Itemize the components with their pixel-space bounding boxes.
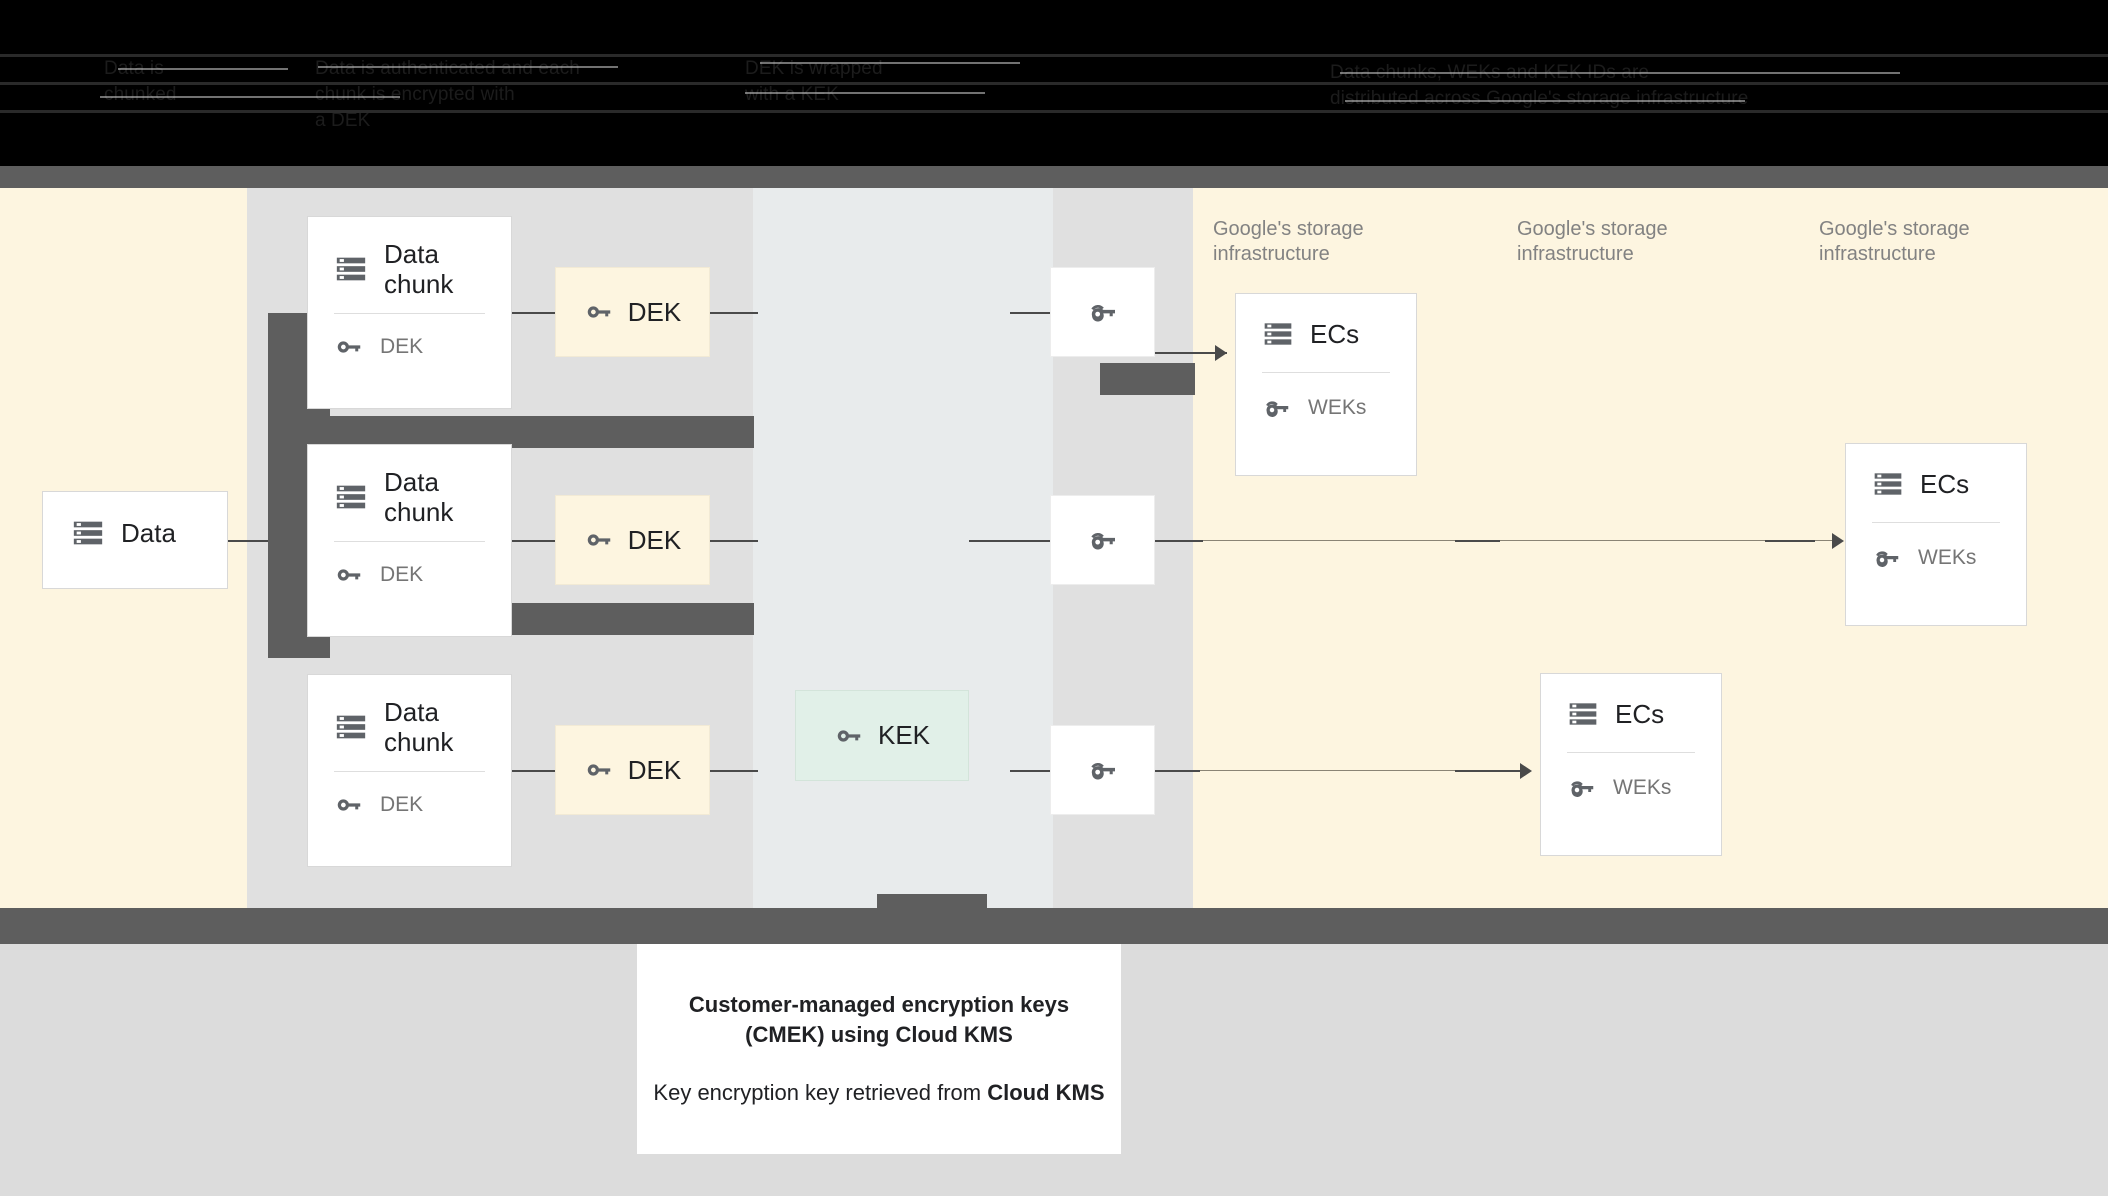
data-box[interactable]: Data: [42, 491, 228, 589]
storage-column-label-2: Google's storage infrastructure: [1517, 218, 1668, 265]
connector-kek-wek1: [1010, 312, 1055, 314]
caption-subtitle-strong: Cloud KMS: [987, 1080, 1105, 1105]
dek-label: DEK: [627, 524, 682, 555]
dek-label: DEK: [627, 296, 682, 327]
card-divider: [334, 771, 485, 772]
server-icon: [334, 710, 368, 744]
key-icon: [334, 790, 364, 820]
storage-column-label-1: Google's storage infrastructure: [1213, 218, 1364, 265]
chunk-key-label: DEK: [380, 335, 424, 358]
data-chunk-card-1[interactable]: Data chunk DEK: [307, 216, 512, 409]
caption-card: Customer-managed encryption keys (CMEK) …: [637, 944, 1121, 1154]
connector-dek1-out: [710, 312, 758, 314]
dek-box-2[interactable]: DEK: [555, 495, 710, 585]
ecs-box-3[interactable]: ECs WEKs: [1540, 673, 1722, 856]
data-chunk-card-3[interactable]: Data chunk DEK: [307, 674, 512, 867]
chunk-key-label: DEK: [380, 793, 424, 816]
key-icon: [834, 721, 864, 751]
header-column-2: Data is authenticated and each chunk is …: [315, 58, 580, 131]
bottom-divider-bar: [0, 908, 2108, 944]
wrapped-key-icon: [1567, 773, 1597, 803]
dek-box-3[interactable]: DEK: [555, 725, 710, 815]
kek-box[interactable]: KEK: [795, 690, 969, 781]
header-column-4: Data chunks, WEKs and KEK IDs are distri…: [1330, 62, 1749, 109]
redaction-bar-bottom: [877, 894, 987, 908]
connector-chunk1-dek: [510, 312, 555, 314]
card-divider: [1567, 752, 1695, 753]
ecs-title: ECs: [1920, 469, 1970, 499]
connector-dek3-out: [710, 770, 758, 772]
connector-dek2-out: [710, 540, 758, 542]
header-black-top: [0, 0, 2108, 48]
ecs-title: ECs: [1310, 319, 1360, 349]
caption-title: Customer-managed encryption keys (CMEK) …: [688, 992, 1070, 1047]
server-icon: [1872, 468, 1904, 500]
server-icon: [1262, 318, 1294, 350]
wrapped-key-icon: [1087, 754, 1119, 786]
wrapped-key-icon: [1872, 543, 1902, 573]
card-divider: [1262, 372, 1390, 373]
chunk-title: Data chunk: [384, 467, 454, 527]
dek-label: DEK: [627, 754, 682, 785]
storage-column-label-3: Google's storage infrastructure: [1819, 218, 1970, 265]
dek-box-1[interactable]: DEK: [555, 267, 710, 357]
wrapped-key-icon: [1087, 524, 1119, 556]
connector-wek1-ecs1: [1155, 352, 1227, 354]
caption-subtitle-prefix: Key encryption key retrieved from: [653, 1080, 988, 1105]
connector-wek2-stub: [1155, 540, 1203, 542]
chunk-key-label: DEK: [380, 563, 424, 586]
arrow-head-row3: [1520, 763, 1532, 779]
data-chunk-card-2[interactable]: Data chunk DEK: [307, 444, 512, 637]
wrapped-key-box-1[interactable]: [1050, 267, 1155, 357]
caption-subtitle: Key encryption key retrieved from Cloud …: [653, 1078, 1104, 1108]
connector-wek2-end: [1765, 540, 1815, 542]
encryption-flow-diagram: Google's storage infrastructure Google's…: [0, 188, 2108, 908]
ecs-box-2[interactable]: ECs WEKs: [1845, 443, 2027, 626]
connector-wek3-end: [1455, 770, 1520, 772]
connector-wek2-mid: [1455, 540, 1500, 542]
redaction-bar-horizontal-3: [1100, 363, 1195, 395]
server-icon: [334, 480, 368, 514]
connector-wek3-stub: [1155, 770, 1200, 772]
card-divider: [334, 541, 485, 542]
connector-kek-wek2: [969, 540, 1055, 542]
top-divider-bar: [0, 166, 2108, 188]
chunk-title: Data chunk: [384, 239, 454, 299]
key-icon: [584, 755, 614, 785]
arrow-head-row2: [1832, 533, 1844, 549]
ecs-key-label: WEKs: [1308, 396, 1367, 419]
wrapped-key-box-2[interactable]: [1050, 495, 1155, 585]
connector-chunk3-dek: [510, 770, 555, 772]
wrapped-key-box-3[interactable]: [1050, 725, 1155, 815]
data-box-title: Data: [121, 518, 176, 548]
card-divider: [334, 313, 485, 314]
ecs-key-label: WEKs: [1918, 546, 1977, 569]
kek-label: KEK: [877, 720, 931, 750]
wrapped-key-icon: [1087, 296, 1119, 328]
card-divider: [1872, 522, 2000, 523]
chunk-title: Data chunk: [384, 697, 454, 757]
connector-kek-wek3: [1010, 770, 1055, 772]
key-icon: [334, 560, 364, 590]
redaction-bar-horizontal-1: [268, 416, 754, 448]
connector-wek3-ecs3-line: [1155, 770, 1527, 771]
server-icon: [1567, 698, 1599, 730]
connector-chunk2-dek: [510, 540, 555, 542]
server-icon: [334, 252, 368, 286]
header-strip: Data is chunked Data is authenticated an…: [0, 0, 2108, 166]
arrow-head-row1: [1215, 345, 1227, 361]
ecs-box-1[interactable]: ECs WEKs: [1235, 293, 1417, 476]
key-icon: [584, 297, 614, 327]
key-icon: [584, 525, 614, 555]
header-column-1: Data is chunked: [104, 58, 177, 105]
ecs-title: ECs: [1615, 699, 1665, 729]
ecs-key-label: WEKs: [1613, 776, 1672, 799]
key-icon: [334, 332, 364, 362]
wrapped-key-icon: [1262, 393, 1292, 423]
server-icon: [71, 516, 105, 550]
